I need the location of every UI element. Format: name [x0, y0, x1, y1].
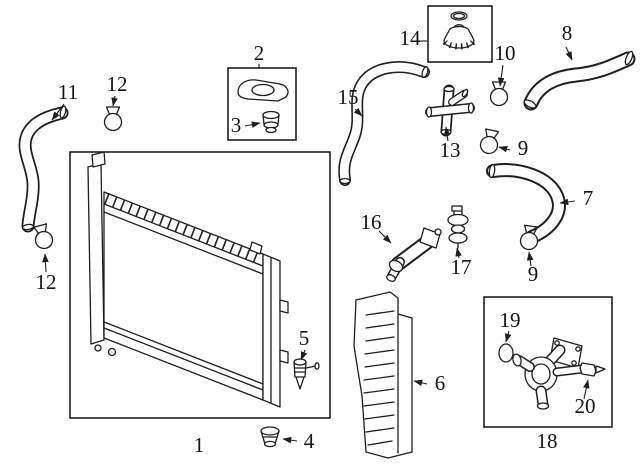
- plug-3-drawing: [262, 110, 280, 134]
- leader-10: [497, 64, 505, 87]
- radiator-cap-drawing: [442, 11, 476, 50]
- leader-3: [244, 121, 261, 128]
- cap-group-box: [427, 5, 493, 63]
- thermostat-group-box: [483, 296, 613, 428]
- callout-10[interactable]: 10: [495, 41, 516, 65]
- callout-3[interactable]: 3: [231, 113, 242, 137]
- callout-18[interactable]: 18: [537, 429, 558, 453]
- mounting-bracket-drawing: [237, 79, 289, 102]
- callout-9-upper[interactable]: 9: [518, 136, 529, 160]
- leader-12-lower: [42, 253, 49, 273]
- callout-15[interactable]: 15: [338, 85, 359, 109]
- callout-2[interactable]: 2: [254, 41, 265, 65]
- fitting-17-drawing: [447, 205, 469, 249]
- callout-1[interactable]: 1: [194, 433, 205, 457]
- callout-7[interactable]: 7: [583, 186, 594, 210]
- callout-13[interactable]: 13: [440, 138, 461, 162]
- hose-clamp-10: [489, 81, 509, 107]
- leader-9-upper: [498, 145, 511, 153]
- leader-15: [353, 107, 363, 117]
- leader-19: [504, 330, 512, 343]
- hose-clamp-9-upper: [478, 127, 502, 156]
- o-ring-19-drawing: [498, 343, 514, 363]
- plug-4-drawing: [260, 426, 280, 448]
- callout-12-lower[interactable]: 12: [36, 270, 57, 294]
- leader-12-upper: [111, 95, 118, 107]
- pipe-fitting-13-drawing: [425, 84, 475, 137]
- leader-13: [443, 126, 451, 142]
- temp-sensor-20-drawing: [579, 362, 606, 377]
- leader-6: [413, 379, 428, 387]
- bracket-group-box: [227, 67, 297, 141]
- upper-hose-8-drawing: [523, 50, 636, 111]
- callout-4[interactable]: 4: [304, 429, 315, 453]
- leader-7: [559, 198, 576, 206]
- callout-12-upper[interactable]: 12: [107, 72, 128, 96]
- callout-17[interactable]: 17: [451, 255, 472, 279]
- callout-5[interactable]: 5: [299, 326, 310, 350]
- callout-20[interactable]: 20: [575, 394, 596, 418]
- hose-11-drawing: [18, 105, 69, 233]
- callout-19[interactable]: 19: [500, 308, 521, 332]
- leader-11: [51, 103, 65, 121]
- hose-clamp-12-upper: [103, 106, 123, 132]
- hose-clamp-9-lower: [518, 224, 541, 252]
- drain-cock-drawing: [293, 358, 320, 390]
- radiator-drawing: [87, 151, 289, 408]
- radiator-group-box: [69, 151, 331, 419]
- leader-20: [583, 379, 590, 400]
- leader-8: [565, 46, 573, 61]
- callout-14[interactable]: 14: [400, 26, 422, 50]
- callout-11[interactable]: 11: [58, 80, 78, 104]
- thermostat-housing-drawing: [512, 337, 587, 410]
- leader-5: [300, 349, 308, 361]
- leader-9-lower: [526, 251, 534, 267]
- leader-16: [378, 230, 392, 244]
- callout-16[interactable]: 16: [361, 210, 382, 234]
- water-inlet-16-drawing: [386, 227, 442, 282]
- callout-8[interactable]: 8: [562, 21, 573, 45]
- leader-17: [455, 247, 462, 259]
- callout-9-lower[interactable]: 9: [528, 262, 539, 286]
- leader-4: [282, 436, 298, 444]
- lower-hose-7-drawing: [486, 163, 566, 244]
- hose-15-drawing: [338, 61, 430, 186]
- hose-clamp-12-lower: [31, 222, 56, 252]
- air-baffle-drawing: [353, 291, 413, 459]
- callout-6[interactable]: 6: [435, 371, 446, 395]
